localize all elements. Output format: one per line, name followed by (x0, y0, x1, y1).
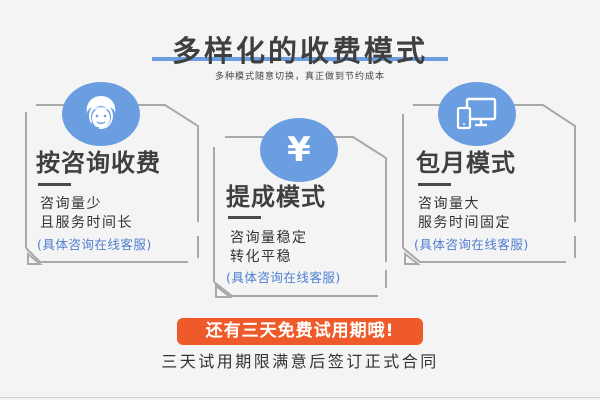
card-1-line-1: 咨询量少 (40, 196, 102, 212)
customer-service-icon (86, 96, 116, 129)
devices-icon (456, 97, 497, 130)
bottom-divider (0, 397, 600, 398)
card-3-icon-circle (438, 82, 516, 146)
card-2-line-1: 咨询量稳定 (230, 230, 308, 246)
card-1-line-2: 且服务时间长 (40, 215, 133, 231)
card-2-title: 提成模式 (226, 183, 326, 211)
card-1-icon-circle (62, 82, 140, 146)
page-subtitle: 多种模式随意切换，真正做到节约成本 (214, 72, 385, 82)
card-2-icon-circle: ¥ (260, 118, 338, 182)
card-3-line-2: 服务时间固定 (418, 215, 511, 231)
card-1-divider (38, 183, 71, 186)
card-3-divider (418, 183, 451, 186)
card-3-note: (具体咨询在线客服) (414, 237, 529, 252)
card-1-note: (具体咨询在线客服) (37, 237, 152, 252)
card-2-note: (具体咨询在线客服) (226, 270, 341, 285)
card-1-title: 按咨询收费 (36, 149, 161, 177)
card-2-line-2: 转化平稳 (230, 249, 292, 265)
card-3-title: 包月模式 (416, 149, 516, 177)
trial-terms-text: 三天试用期限满意后签订正式合同 (161, 352, 439, 371)
free-trial-badge: 还有三天免费试用期哦! (177, 318, 423, 345)
yen-icon: ¥ (287, 130, 311, 170)
card-3-line-1: 咨询量大 (418, 196, 480, 212)
page-title: 多样化的收费模式 (171, 34, 428, 68)
title-underline (152, 57, 448, 61)
card-2-divider (228, 216, 261, 219)
